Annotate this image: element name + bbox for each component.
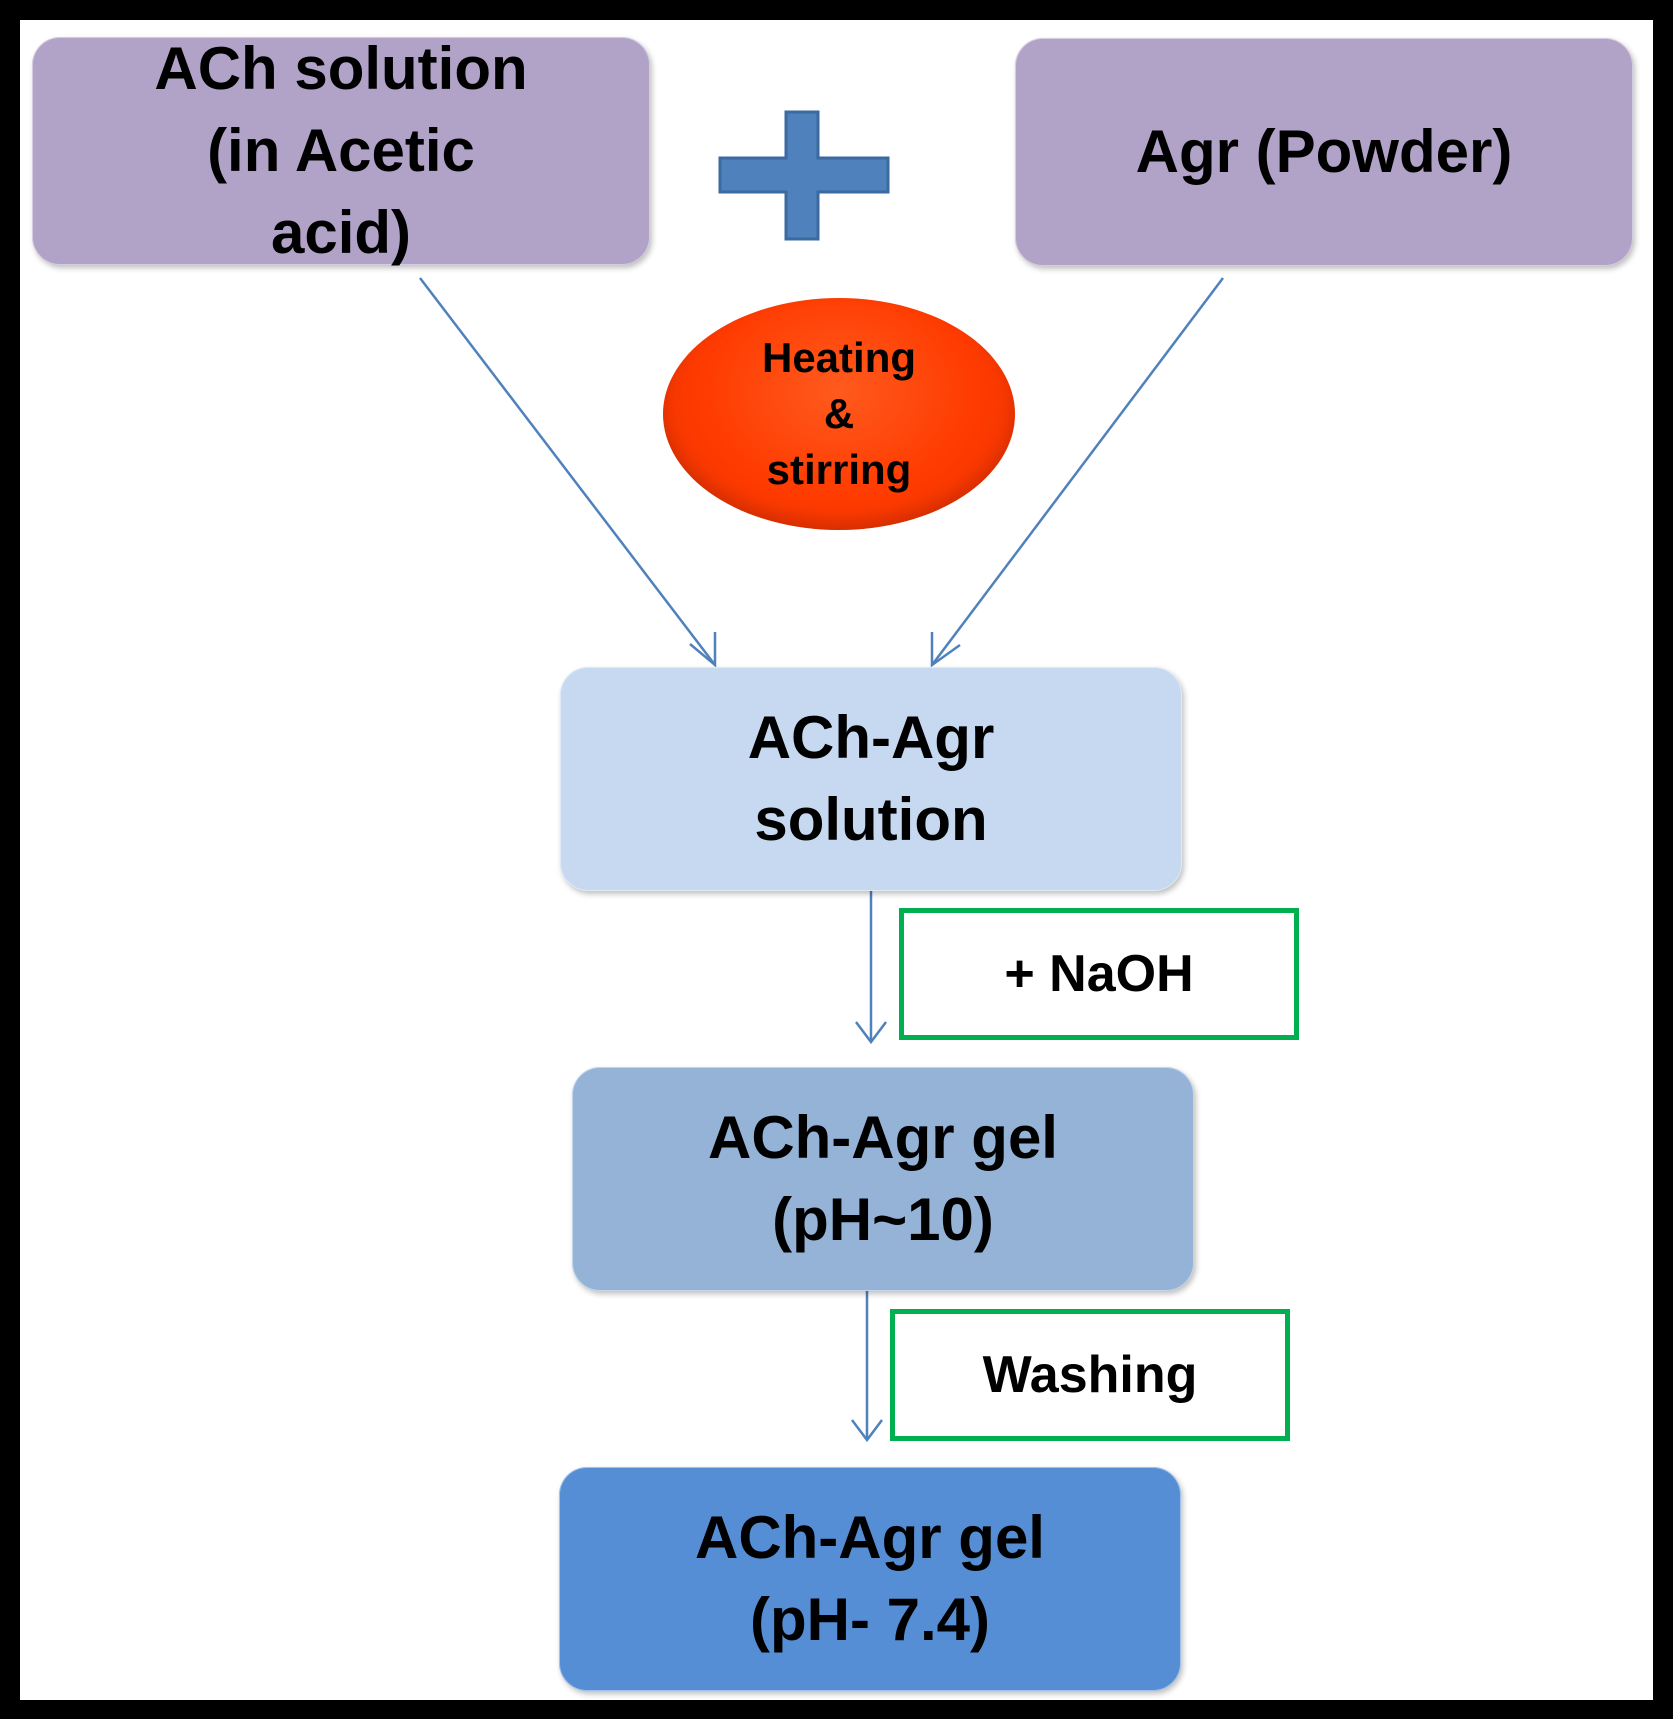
agr-powder-label: Agr (Powder)	[1135, 118, 1513, 185]
ach-solution-label: ACh solution (in Acetic acid)	[154, 35, 528, 266]
ach-agr-solution-box: ACh-Agr solution	[560, 667, 1182, 891]
ach-agr-gel-ph10-box: ACh-Agr gel (pH~10)	[572, 1067, 1194, 1291]
arrow-gel-to-washed-gel	[851, 1286, 883, 1443]
washing-step-box: Washing	[890, 1309, 1290, 1441]
ach-agr-gel-ph10-label: ACh-Agr gel (pH~10)	[708, 1104, 1058, 1253]
washing-step-label: Washing	[982, 1346, 1198, 1404]
naoh-step-label: + NaOH	[1004, 945, 1194, 1003]
ach-solution-box: ACh solution (in Acetic acid)	[32, 35, 650, 266]
heating-stirring-label: Heating & stirring	[761, 334, 916, 493]
naoh-step-box: + NaOH	[899, 908, 1299, 1040]
ach-agr-solution-label: ACh-Agr solution	[747, 704, 995, 853]
ach-agr-gel-ph74-box: ACh-Agr gel (pH- 7.4)	[559, 1467, 1181, 1691]
heating-stirring-ellipse: Heating & stirring	[663, 298, 1015, 530]
ach-agr-gel-ph74-label: ACh-Agr gel (pH- 7.4)	[695, 1504, 1045, 1653]
connector-layer	[419, 110, 1224, 1443]
arrow-ach-to-solution	[419, 277, 717, 668]
plus-icon	[718, 110, 890, 241]
diagram-canvas: ACh solution (in Acetic acid) Agr (Powde…	[20, 20, 1653, 1700]
arrow-agr-to-solution	[930, 277, 1224, 668]
arrow-solution-to-gel	[855, 888, 887, 1045]
agr-powder-box: Agr (Powder)	[1015, 38, 1633, 266]
